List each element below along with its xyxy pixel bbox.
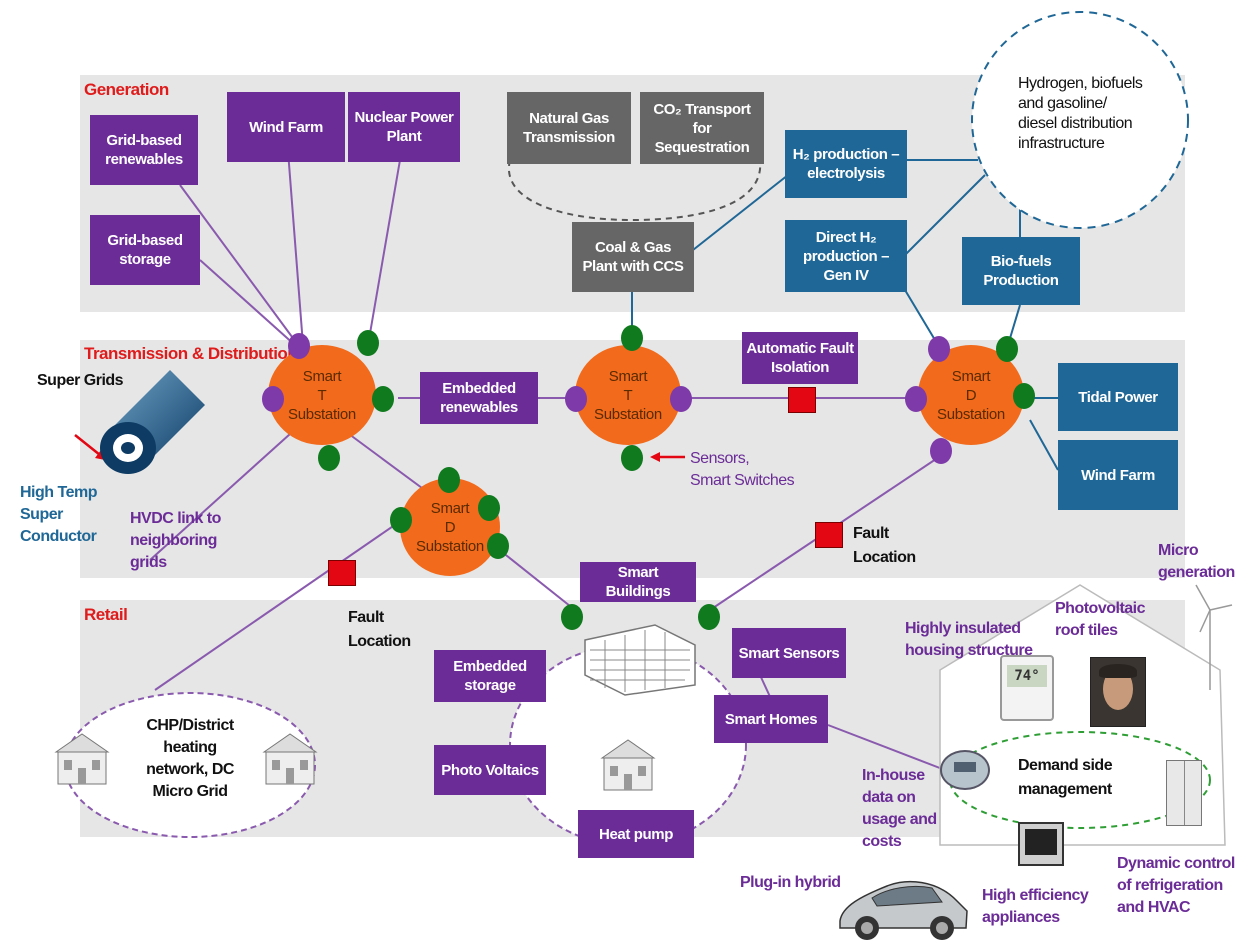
smart-t-substation-1-label: Smart T Substation [288,367,356,423]
box-embedded-renewables: Embedded renewables [420,372,538,424]
node-dot [930,438,952,464]
node-dot [928,336,950,362]
label-micro-generation: Micro generation [1158,542,1235,581]
node-dot [478,495,500,521]
node-dot [565,386,587,412]
smart-d-substation-1-label: Smart D Substation [937,367,1005,423]
fault-isolation-marker [788,387,816,413]
box-grid-renewables: Grid-based renewables [90,115,198,185]
box-h2-electrolysis: H₂ production – electrolysis [785,130,907,198]
house-icon [262,733,318,785]
box-co2-transport: CO₂ Transport for Sequestration [640,92,764,164]
box-natural-gas: Natural Gas Transmission [507,92,631,164]
house-icon [600,739,656,791]
label-dynamic-control: Dynamic control of refrigeration and HVA… [1117,855,1235,916]
node-dot [996,336,1018,362]
smart-d-substation-2 [400,478,500,576]
smart-t-substation-1 [268,345,376,445]
label-high-temp-super-conductor: High Temp Super Conductor [20,484,97,545]
box-smart-homes: Smart Homes [714,695,828,743]
node-dot [318,445,340,471]
label-fault-location-left: Fault Location [348,609,411,650]
label-highly-insulated: Highly insulated housing structure [905,620,1033,659]
box-photo-voltaics: Photo Voltaics [434,745,546,795]
section-retail: Retail [84,605,128,624]
television-icon [1018,822,1064,866]
thermostat-icon: 74° [1000,655,1054,721]
label-sensors-smart-switches: Sensors, Smart Switches [690,450,795,489]
fault-location-marker-left [328,560,356,586]
superconductor-cable-icon [100,370,205,474]
box-tidal-power: Tidal Power [1058,363,1178,431]
person-photo [1090,657,1146,727]
box-automatic-fault-isolation: Automatic Fault Isolation [742,332,858,384]
box-wind-farm-td: Wind Farm [1058,440,1178,510]
section-transmission: Transmission & Distribution [84,344,298,363]
node-dot [357,330,379,356]
node-dot [487,533,509,559]
fault-location-marker-right [815,522,843,548]
refrigerator-icon [1166,760,1202,826]
house-icon [54,733,110,785]
node-dot [670,386,692,412]
node-dot [390,507,412,533]
label-super-grids: Super Grids [37,372,124,389]
thermostat-reading: 74° [1007,665,1047,687]
label-hvdc-link: HVDC link to neighboring grids [130,510,221,571]
plug-in-hybrid-car-icon [839,880,968,940]
smart-d-substation-2-label: Smart D Substation [416,499,484,555]
box-smart-buildings: Smart Buildings [580,562,696,602]
node-dot [288,333,310,359]
box-smart-sensors: Smart Sensors [732,628,846,678]
label-in-house-data: In-house data on usage and costs [862,767,937,850]
label-high-efficiency-appliances: High efficiency appliances [982,887,1089,926]
smart-meter-icon [940,750,990,790]
node-dot [621,325,643,351]
box-coal-gas-ccs: Coal & Gas Plant with CCS [572,222,694,292]
label-demand-side-management: Demand side management [1018,757,1113,798]
node-dot [372,386,394,412]
office-building-icon [584,624,696,696]
box-embedded-storage: Embedded storage [434,650,546,702]
section-generation: Generation [84,80,169,99]
label-photovoltaic-roof-tiles: Photovoltaic roof tiles [1055,600,1146,639]
node-dot [698,604,720,630]
smart-t-substation-2-label: Smart T Substation [594,367,662,423]
node-dot [905,386,927,412]
label-hydrogen-infrastructure: Hydrogen, biofuels and gasoline/ diesel … [1018,75,1143,152]
box-grid-storage: Grid-based storage [90,215,200,285]
node-dot [561,604,583,630]
box-nuclear-power-plant: Nuclear Power Plant [348,92,460,162]
box-heat-pump: Heat pump [578,810,694,858]
node-dot [621,445,643,471]
box-wind-farm-generation: Wind Farm [227,92,345,162]
label-plug-in-hybrid: Plug-in hybrid [740,874,841,891]
node-dot [1013,383,1035,409]
smart-t-substation-2 [575,345,681,445]
box-direct-h2: Direct H₂ production – Gen IV [785,220,907,292]
box-biofuels: Bio-fuels Production [962,237,1080,305]
node-dot [438,467,460,493]
label-fault-location-right: Fault Location [853,525,916,566]
label-chp-district-heating: CHP/District heating network, DC Micro G… [146,717,234,800]
node-dot [262,386,284,412]
